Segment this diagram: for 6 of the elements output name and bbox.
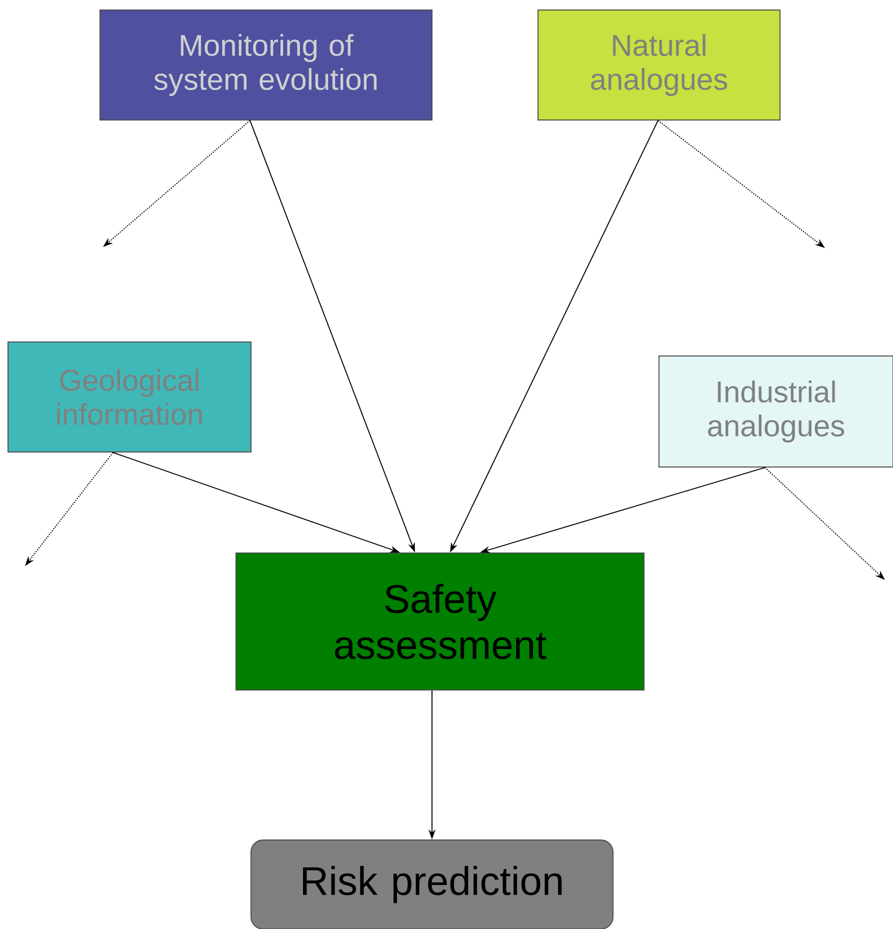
process-box: Safety assessment <box>236 552 644 690</box>
result-box: Risk prediction <box>250 840 614 929</box>
source-box: Industrial analogues <box>658 356 893 468</box>
source-box: Natural analogues <box>538 10 780 120</box>
source-box: Geological information <box>8 342 252 452</box>
source-box: Monitoring of system evolution <box>100 10 432 120</box>
